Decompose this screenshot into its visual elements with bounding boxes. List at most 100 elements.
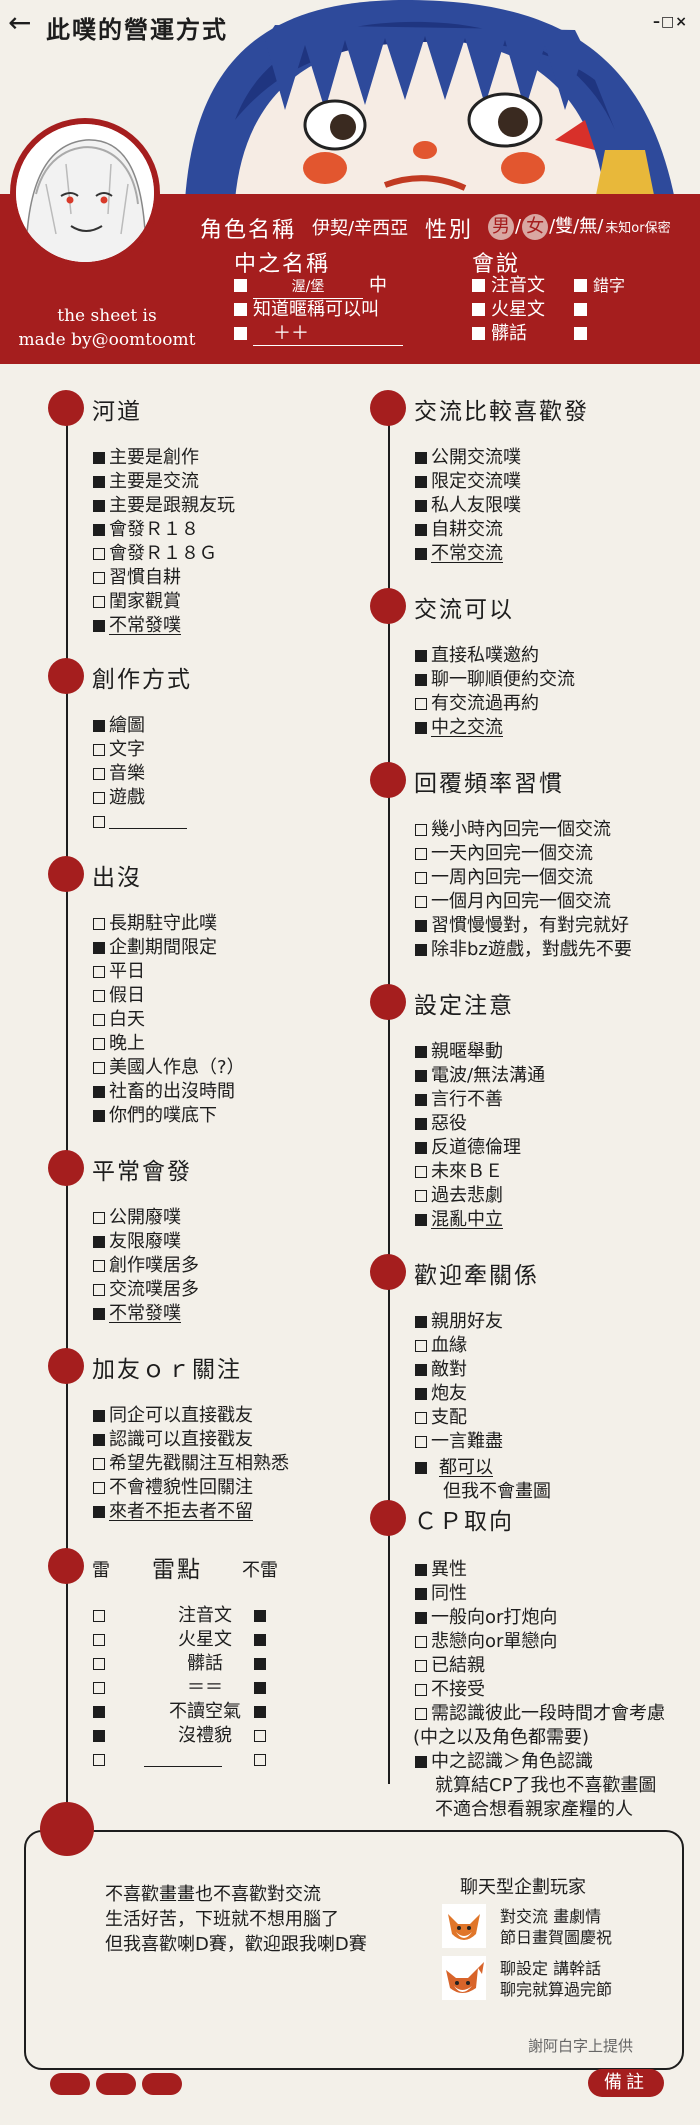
checkbox-icon (574, 303, 587, 316)
checkbox-icon (415, 1046, 427, 1058)
checkbox-icon (415, 848, 427, 860)
checkbox-icon (415, 1588, 427, 1600)
list-item-blank (93, 810, 187, 834)
section-title-reply: 回覆頻率習慣 (414, 771, 564, 797)
checkbox-icon (415, 1436, 427, 1448)
memo-button[interactable]: 備註 (588, 2069, 664, 2097)
checkbox-icon (415, 1190, 427, 1202)
checkbox-icon (93, 942, 105, 954)
checkbox-icon (415, 1462, 427, 1474)
lei-row (93, 1652, 109, 1676)
list-item: 異性 (415, 1558, 467, 1582)
checkbox-icon (254, 1706, 266, 1718)
section-dot (48, 1150, 84, 1186)
section-title-setting: 設定注意 (414, 993, 514, 1019)
speaks-label: 會說 (472, 252, 521, 277)
speaks-extra (574, 323, 593, 345)
gender-label: 性別 (425, 218, 474, 243)
section-dot (370, 1254, 406, 1290)
section-dot (48, 658, 84, 694)
lei-item: 沒禮貌 (178, 1725, 232, 1746)
list-item: 血緣 (415, 1334, 467, 1358)
checkbox-icon (93, 1410, 105, 1422)
lei-left-label: 雷 (92, 1560, 110, 1581)
list-item: 一個月內回完一個交流 (415, 890, 611, 914)
checkbox-icon (415, 476, 427, 488)
list-item: 公開廢噗 (93, 1206, 181, 1230)
list-item: 不常交流 (415, 542, 503, 566)
list-item: 同企可以直接戳友 (93, 1404, 253, 1428)
checkbox-icon (93, 1212, 105, 1224)
checkbox-icon (93, 792, 105, 804)
checkbox-icon (93, 620, 105, 632)
list-item: 親朋好友 (415, 1310, 503, 1334)
checkbox-icon (93, 744, 105, 756)
footer-pill[interactable] (142, 2073, 182, 2095)
checkbox-icon (93, 1682, 105, 1694)
list-item: 自耕交流 (415, 518, 503, 542)
lei-item: 火星文 (178, 1629, 232, 1650)
section-title-hedao: 河道 (92, 399, 142, 425)
back-arrow-icon[interactable]: ← (8, 6, 32, 39)
checkbox-icon (254, 1754, 266, 1766)
checkbox-icon (415, 1388, 427, 1400)
list-item: 主要是跟親友玩 (93, 494, 235, 518)
section-dot (48, 1348, 84, 1384)
list-item: 主要是交流 (93, 470, 199, 494)
lei-row (254, 1748, 270, 1772)
checkbox-icon (415, 944, 427, 956)
list-item: 繪圖 (93, 714, 145, 738)
checkbox-icon (472, 327, 485, 340)
gender-options: 男/女/雙/無/未知or保密 (488, 214, 672, 240)
timeline-line-right (388, 404, 390, 1784)
note-card (24, 1830, 684, 2070)
checkbox-icon (415, 524, 427, 536)
checkbox-icon (415, 1412, 427, 1424)
checkbox-icon (415, 1070, 427, 1082)
checkbox-icon (415, 1756, 427, 1768)
checkbox-icon (93, 596, 105, 608)
checkbox-icon (93, 452, 105, 464)
section-title-friend: 加友ｏｒ關注 (92, 1357, 242, 1383)
lei-item: ＝＝ (187, 1677, 223, 1698)
list-item-note: 不適合想看親家產糧的人 (435, 1799, 633, 1820)
lei-item: 髒話 (187, 1653, 223, 1674)
checkbox-icon (93, 1482, 105, 1494)
list-item: 習慣慢慢對，有對完就好 (415, 914, 629, 938)
footer-pill[interactable] (96, 2073, 136, 2095)
checkbox-icon (415, 722, 427, 734)
list-item: 已結親 (415, 1654, 485, 1678)
checkbox-icon (415, 1364, 427, 1376)
lei-row (93, 1700, 109, 1724)
role-name-label: 角色名稱 (200, 218, 297, 243)
checkbox-icon (254, 1634, 266, 1646)
list-item: 幾小時內回完一個交流 (415, 818, 611, 842)
list-item: 來者不拒去者不留 (93, 1500, 253, 1524)
speaks-extra (574, 299, 593, 321)
zhong-name-field: 渥/堡中 (234, 275, 387, 299)
list-item: 需認識彼此一段時間才會考慮 (415, 1702, 665, 1726)
list-item: 中之交流 (415, 716, 503, 740)
checkbox-icon (254, 1610, 266, 1622)
checkbox-icon (93, 1458, 105, 1470)
section-dot (48, 856, 84, 892)
gender-option-male: 男 (488, 214, 514, 240)
lei-item: 注音文 (178, 1605, 232, 1626)
section-dot (370, 1500, 406, 1536)
gender-unknown: 未知or保密 (605, 221, 671, 236)
lei-right-label: 不雷 (242, 1560, 278, 1581)
checkbox-icon (574, 327, 587, 340)
section-dot (370, 390, 406, 426)
list-item: 未來ＢＥ (415, 1160, 503, 1184)
footer-pill[interactable] (50, 2073, 90, 2095)
list-item: 聊一聊順便約交流 (415, 668, 575, 692)
lei-item: 不讀空氣 (169, 1701, 241, 1722)
list-item: 言行不善 (415, 1088, 503, 1112)
window-controls-icon[interactable]: –□× (653, 14, 688, 30)
checkbox-icon (574, 279, 587, 292)
list-item: 惡役 (415, 1112, 467, 1136)
list-item: 認識可以直接戳友 (93, 1428, 253, 1452)
checkbox-icon (472, 279, 485, 292)
checkbox-icon (93, 572, 105, 584)
list-item: 交流噗居多 (93, 1278, 199, 1302)
